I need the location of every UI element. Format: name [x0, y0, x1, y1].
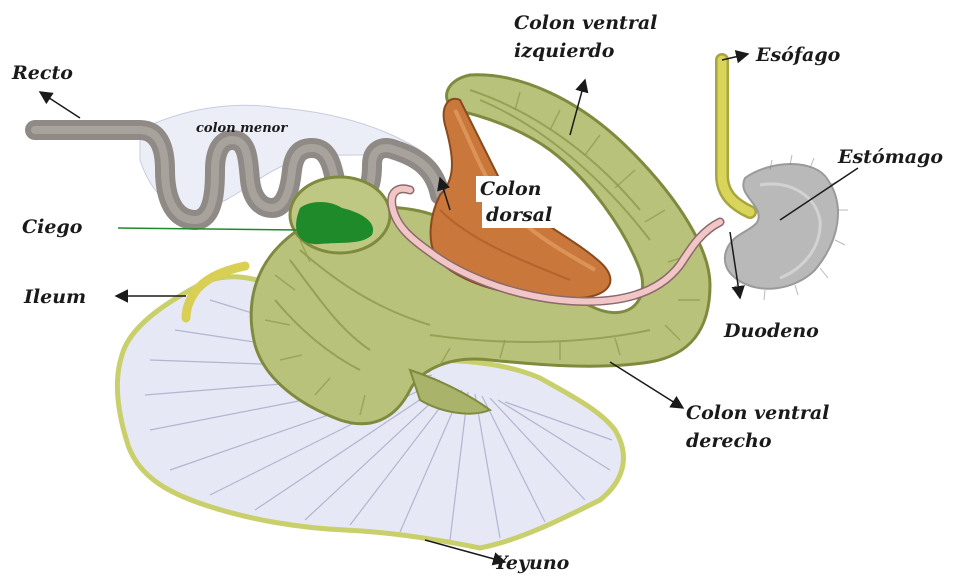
- leader-ciego: [118, 228, 300, 230]
- label-colon-dorsal-2: dorsal: [482, 202, 556, 228]
- stomach: [725, 155, 848, 300]
- leader-colon-ventral-der: [610, 362, 683, 408]
- label-yeyuno: Yeyuno: [494, 552, 569, 574]
- label-recto: Recto: [12, 62, 73, 84]
- label-ciego: Ciego: [22, 216, 82, 238]
- label-colon-ventral-izquierdo-2: izquierdo: [514, 40, 614, 62]
- leader-recto: [40, 92, 80, 118]
- label-colon-menor: colon menor: [196, 118, 287, 140]
- label-estomago: Estómago: [838, 146, 943, 168]
- label-esofago: Esófago: [756, 44, 840, 66]
- label-colon-ventral-derecho-1: Colon ventral: [686, 402, 829, 424]
- label-duodeno: Duodeno: [724, 320, 819, 342]
- label-ileum: Ileum: [24, 286, 86, 308]
- label-colon-ventral-derecho-2: derecho: [686, 430, 772, 452]
- label-colon-ventral-izquierdo-1: Colon ventral: [514, 12, 657, 34]
- label-colon-dorsal-1: Colon: [476, 176, 546, 202]
